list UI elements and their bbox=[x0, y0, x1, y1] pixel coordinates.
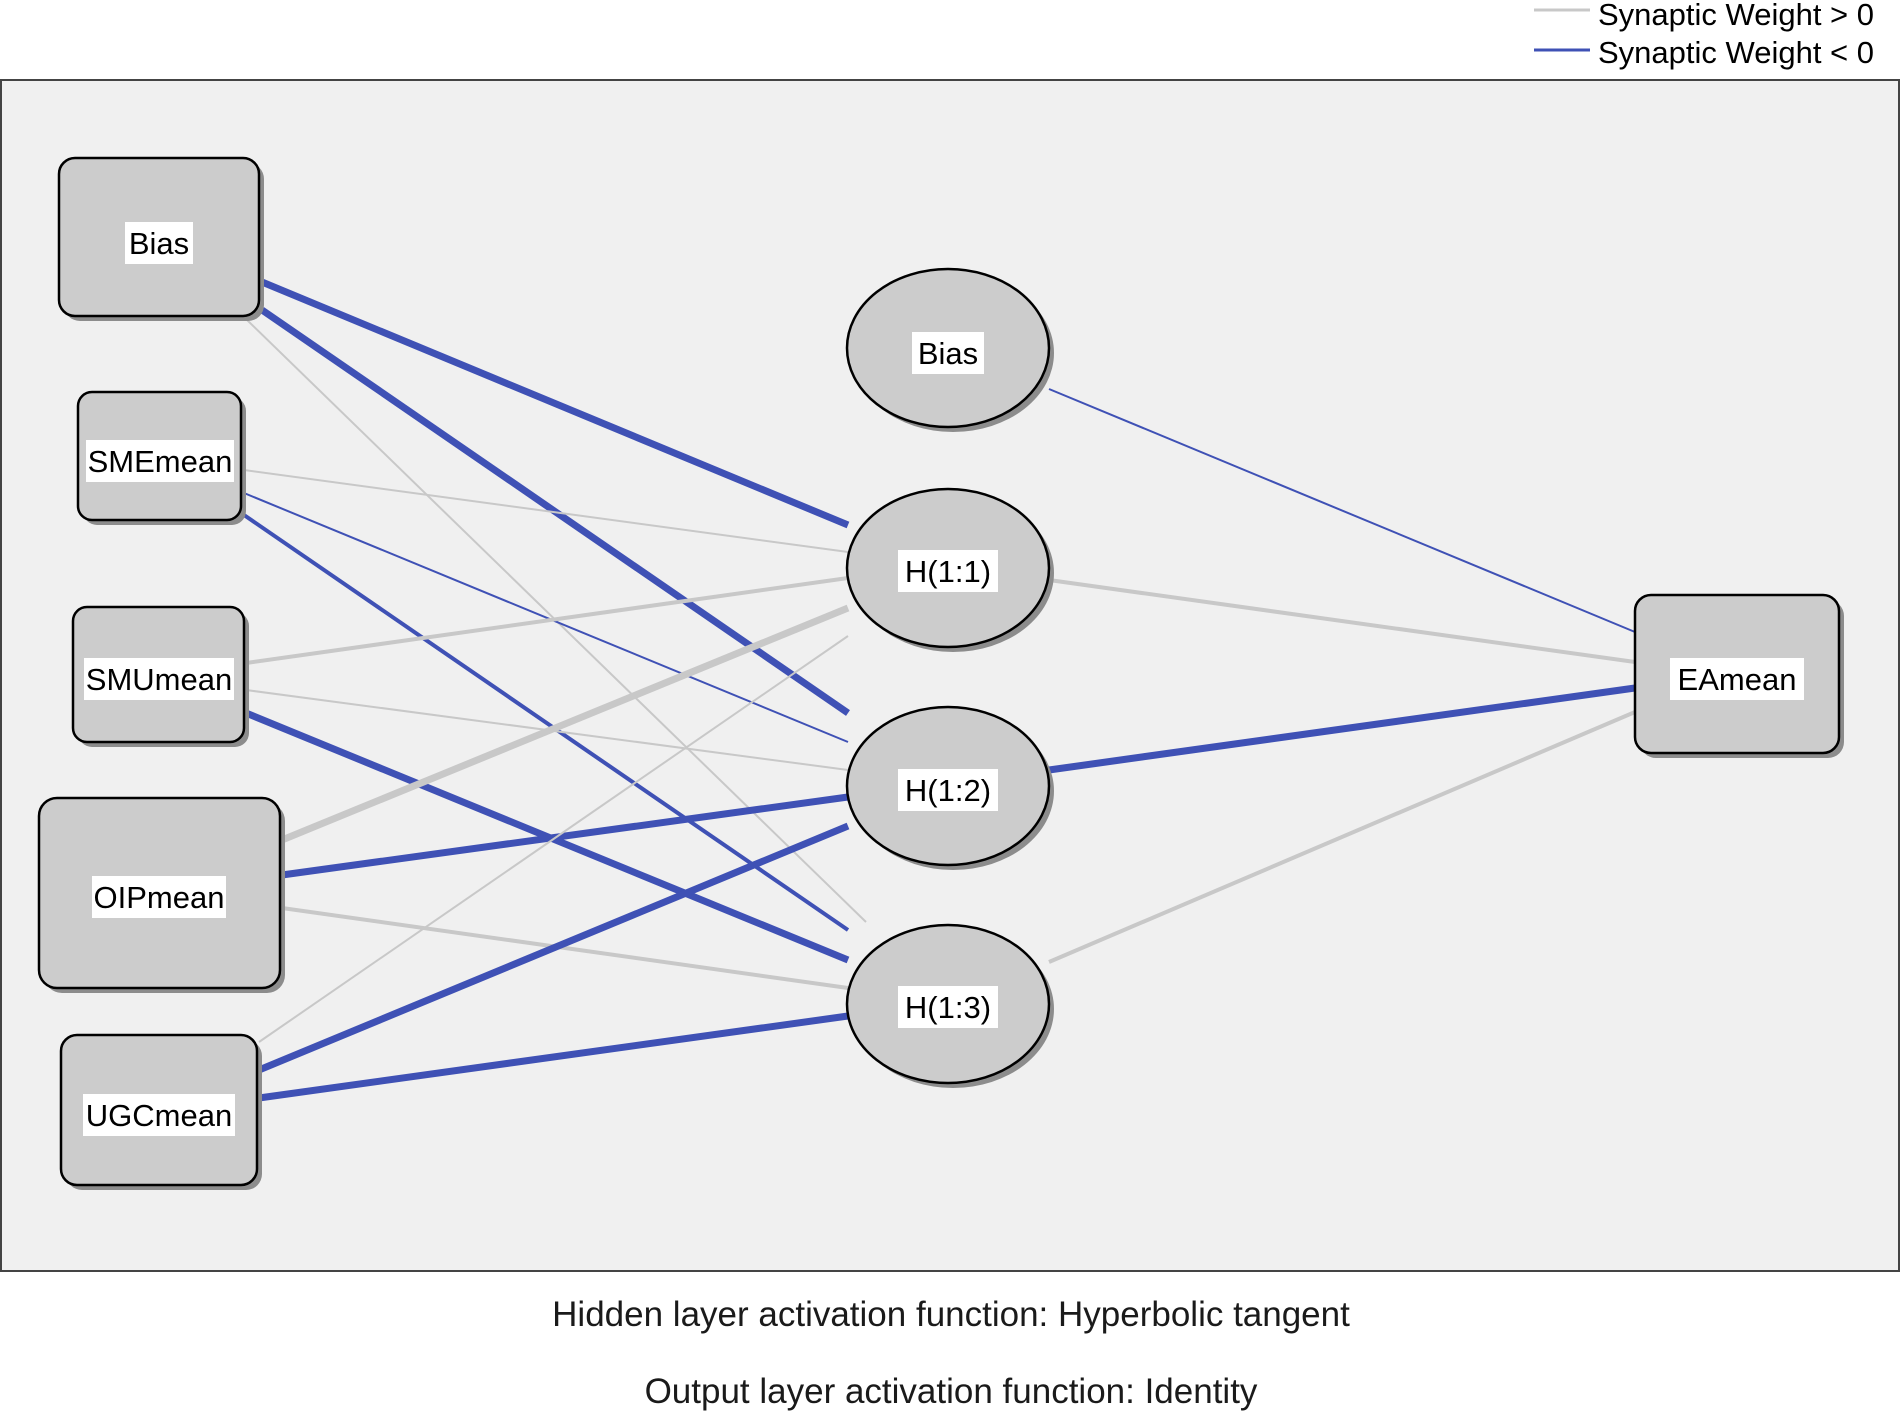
connection-sme-h12 bbox=[243, 492, 849, 743]
input-node-smemean-label: SMEmean bbox=[88, 444, 233, 479]
connection-ugc-h12 bbox=[257, 822, 850, 1074]
connection-ugc-h11 bbox=[258, 635, 849, 1043]
output-node-eamean: EAmean bbox=[1633, 593, 1844, 758]
input-node-bias: Bias bbox=[57, 156, 264, 321]
connections bbox=[242, 278, 1636, 1102]
connection-oip-h13 bbox=[281, 906, 849, 990]
connection-h12-out bbox=[1048, 684, 1636, 774]
connection-oip-h12 bbox=[281, 793, 849, 879]
hidden-node-h12: H(1:2) bbox=[845, 705, 1054, 870]
input-node-oipmean: OIPmean bbox=[37, 796, 285, 993]
hidden-node-h12-label: H(1:2) bbox=[905, 773, 991, 808]
connection-ugc-h13 bbox=[258, 1012, 849, 1102]
input-node-smumean: SMUmean bbox=[71, 605, 249, 747]
hidden-node-h13-label: H(1:3) bbox=[905, 990, 991, 1025]
connection-h_bias-out bbox=[1048, 388, 1636, 633]
input-node-smumean-label: SMUmean bbox=[86, 662, 232, 697]
hidden-node-h11-label: H(1:1) bbox=[905, 554, 991, 589]
output-activation-caption: Output layer activation function: Identi… bbox=[644, 1372, 1258, 1411]
hidden-node-h11: H(1:1) bbox=[845, 487, 1054, 652]
connection-smu-h11 bbox=[245, 576, 849, 665]
connection-oip-h11 bbox=[280, 604, 850, 844]
legend-positive-label: Synaptic Weight > 0 bbox=[1598, 0, 1874, 32]
connection-sme-h11 bbox=[243, 469, 849, 553]
hidden-node-h13: H(1:3) bbox=[845, 923, 1054, 1088]
input-node-ugcmean: UGCmean bbox=[59, 1033, 262, 1190]
legend: Synaptic Weight > 0 Synaptic Weight < 0 bbox=[1534, 0, 1874, 70]
input-node-ugcmean-label: UGCmean bbox=[86, 1098, 232, 1133]
connection-h11-out bbox=[1048, 578, 1636, 664]
hidden-node-bias: Bias bbox=[845, 267, 1054, 432]
output-node-eamean-label: EAmean bbox=[1678, 662, 1797, 697]
input-node-smemean: SMEmean bbox=[76, 390, 246, 525]
legend-negative-label: Synaptic Weight < 0 bbox=[1598, 35, 1874, 70]
hidden-activation-caption: Hidden layer activation function: Hyperb… bbox=[552, 1295, 1350, 1334]
connection-sme-h13 bbox=[242, 513, 850, 932]
input-node-bias-label: Bias bbox=[129, 226, 189, 261]
input-node-oipmean-label: OIPmean bbox=[94, 880, 225, 915]
connection-h13-out bbox=[1048, 710, 1636, 964]
hidden-node-bias-label: Bias bbox=[918, 336, 978, 371]
connection-in_bias-h11 bbox=[260, 278, 850, 529]
